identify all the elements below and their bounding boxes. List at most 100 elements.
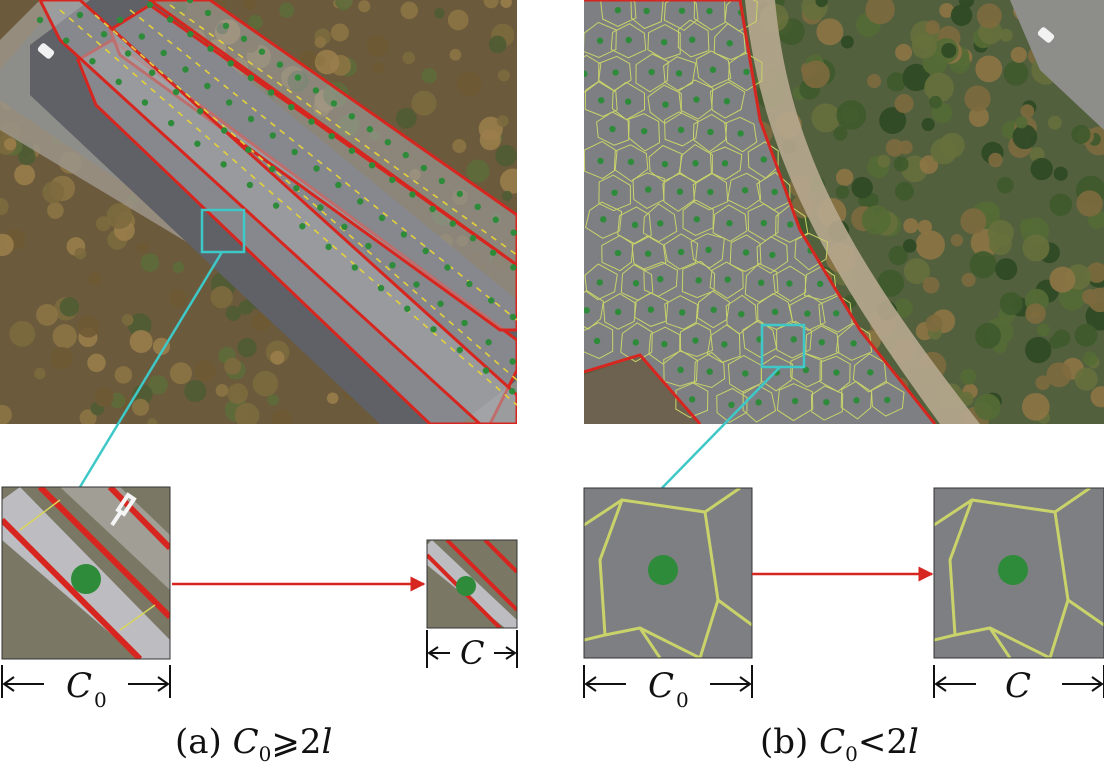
tree	[975, 55, 1003, 83]
sample-point	[693, 96, 700, 103]
sample-point	[790, 336, 797, 343]
sample-point	[288, 103, 295, 111]
tree	[251, 311, 271, 332]
boundary-line	[2, 517, 143, 659]
tree	[1020, 104, 1035, 118]
sample-point	[802, 366, 810, 374]
sample-point	[743, 68, 750, 76]
tree	[861, 205, 891, 235]
sample-point	[172, 88, 180, 96]
sample-point	[489, 249, 497, 256]
sample-point	[36, 16, 44, 24]
voronoi-cell	[617, 206, 652, 245]
sample-point	[100, 31, 108, 38]
tree	[939, 3, 955, 18]
tree	[1022, 234, 1050, 262]
sample-point	[769, 251, 776, 259]
sample-point	[63, 37, 70, 44]
zoom-connector	[661, 366, 781, 489]
sample-point	[291, 148, 298, 156]
tree	[59, 297, 79, 317]
sample-point	[737, 130, 744, 137]
sample-point	[648, 555, 678, 585]
sample-point	[207, 45, 214, 52]
sample-point	[204, 82, 211, 90]
sample-point	[707, 188, 714, 196]
voronoi-cell	[610, 23, 647, 59]
tree	[366, 34, 389, 58]
tree	[88, 271, 102, 286]
tree	[224, 357, 242, 375]
sample-point	[240, 35, 248, 42]
tree	[132, 398, 150, 416]
sample-points	[36, 0, 517, 395]
sample-point	[368, 162, 376, 169]
sample-point	[817, 280, 824, 288]
double-headed-arrow-icon	[583, 665, 753, 698]
caption-var: l	[907, 722, 919, 762]
tree	[922, 276, 940, 294]
tree	[1047, 115, 1062, 130]
tree	[886, 72, 907, 92]
sample-point	[510, 264, 517, 271]
car	[1037, 27, 1055, 43]
tree	[47, 202, 64, 219]
tree	[816, 18, 844, 46]
tree	[169, 362, 192, 385]
voronoi-cell	[870, 380, 905, 417]
tree	[9, 320, 36, 347]
tree	[242, 0, 256, 11]
tree	[833, 126, 848, 141]
tree	[502, 190, 513, 202]
sample-point	[466, 280, 473, 288]
tree	[270, 350, 285, 365]
sample-point	[676, 188, 684, 195]
car	[37, 43, 55, 59]
sample-point	[422, 247, 429, 255]
sample-point	[437, 300, 444, 307]
tree	[237, 338, 257, 358]
sample-point	[677, 248, 685, 256]
tree	[1090, 386, 1104, 408]
lane-markings	[59, 4, 517, 406]
highlight-box	[200, 208, 246, 254]
sample-point	[429, 205, 436, 213]
sample-point	[597, 97, 605, 104]
tree	[919, 155, 939, 174]
sample-point	[194, 140, 201, 147]
sample-point	[246, 181, 254, 189]
sample-point	[430, 326, 437, 333]
voronoi-cell	[682, 199, 714, 236]
sample-point	[160, 49, 167, 57]
boundary-line	[37, 487, 170, 620]
region-boundary	[584, 0, 937, 424]
tree	[987, 219, 1014, 246]
sample-point	[469, 235, 477, 242]
caption-prefix: (b)	[760, 722, 820, 762]
tree	[930, 138, 957, 165]
sample-point	[308, 118, 315, 125]
tree	[988, 152, 1003, 168]
sample-point	[258, 48, 266, 55]
sample-point	[389, 262, 396, 269]
sample-point	[115, 78, 122, 86]
tree	[976, 3, 1002, 29]
sample-point	[692, 160, 699, 167]
sample-point	[317, 204, 324, 211]
region-boundary	[584, 353, 702, 424]
sample-point	[413, 281, 420, 288]
zoom-patch-a-output	[427, 540, 517, 628]
sample-point	[584, 307, 590, 314]
tree	[52, 324, 77, 349]
tree	[234, 402, 260, 424]
tree	[314, 36, 327, 48]
voronoi-cell	[584, 140, 618, 180]
sample-point	[657, 275, 664, 283]
sample-point	[474, 203, 481, 210]
tree	[921, 117, 935, 132]
tree	[114, 366, 133, 384]
sample-point	[348, 113, 356, 120]
sample-point	[509, 313, 517, 321]
sample-point	[584, 70, 588, 78]
ground	[584, 355, 700, 424]
